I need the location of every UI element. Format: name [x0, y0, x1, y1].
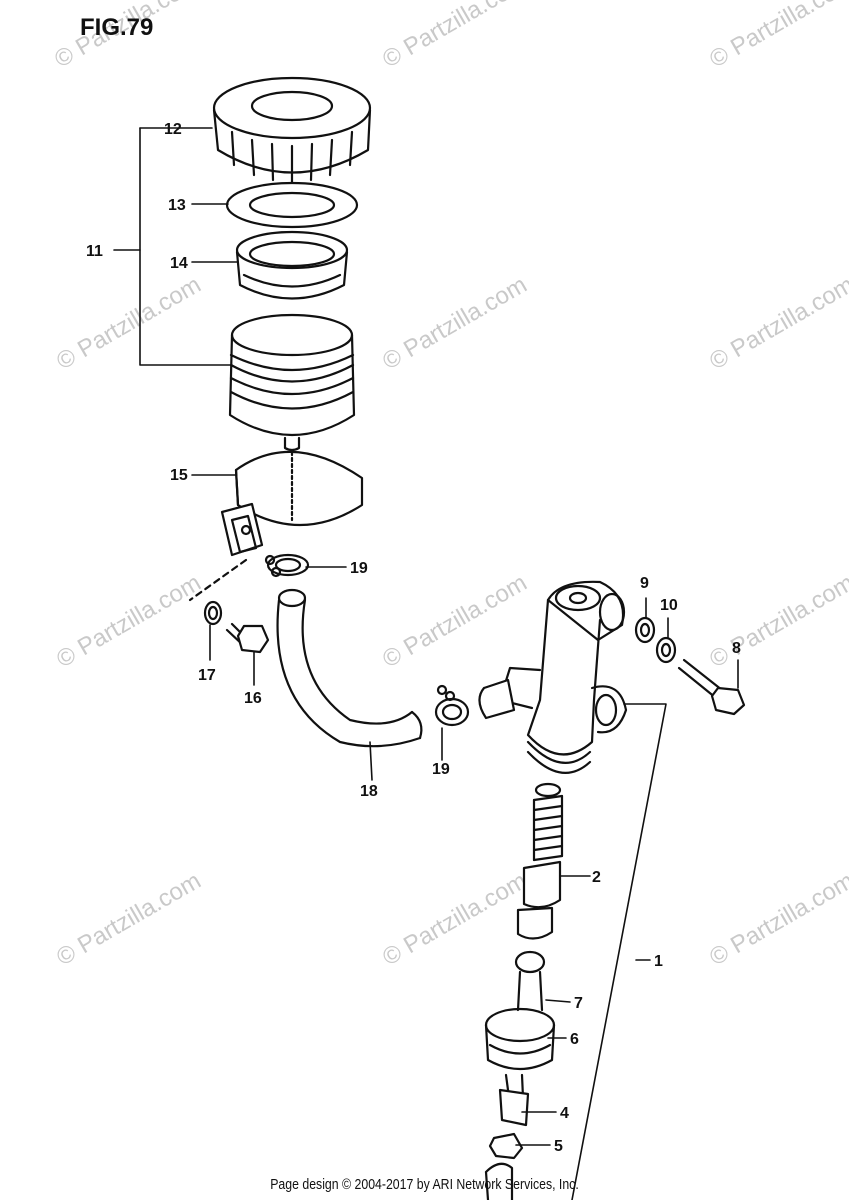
callout-19-upper: 19 [350, 560, 368, 577]
part-19-hose-clamp-lower [434, 684, 470, 727]
part-16-bolt [225, 622, 270, 654]
callout-12: 12 [164, 121, 182, 138]
callout-17: 17 [198, 667, 216, 684]
part-7-push-rod [514, 950, 546, 1012]
part-10-washer [655, 636, 677, 664]
callout-9: 9 [640, 575, 649, 592]
part-15-reservoir-band [220, 450, 364, 557]
part-13-diaphragm-plate [225, 181, 359, 229]
page-footer: Page design © 2004-2017 by ARI Network S… [270, 1176, 579, 1193]
part-14-diaphragm [235, 230, 349, 300]
part-6-boot [484, 1007, 556, 1070]
callout-15: 15 [170, 467, 188, 484]
callout-6: 6 [570, 1031, 579, 1048]
callout-14: 14 [170, 255, 188, 272]
part-12-reservoir-cap [212, 76, 372, 184]
callout-2: 2 [592, 869, 601, 886]
part-11-reservoir-tank [228, 313, 356, 452]
callout-10: 10 [660, 597, 678, 614]
part-4-rod-end [498, 1073, 530, 1127]
part-8-bolt [677, 658, 746, 716]
callout-7: 7 [574, 995, 583, 1012]
part-18-hose [276, 588, 423, 748]
part-9-washer [634, 616, 656, 644]
part-1-master-cylinder-body [478, 580, 628, 774]
part-5-nut [488, 1132, 524, 1160]
part-17-washer [203, 600, 223, 626]
callout-1: 1 [654, 953, 663, 970]
callout-8: 8 [732, 640, 741, 657]
clevis [484, 1162, 514, 1200]
callout-13: 13 [168, 197, 186, 214]
part-19-hose-clamp-upper [264, 553, 310, 578]
figure-title: FIG.79 [80, 14, 154, 41]
callout-5: 5 [554, 1138, 563, 1155]
callout-19-lower: 19 [432, 761, 450, 778]
callout-18: 18 [360, 783, 378, 800]
callout-11: 11 [86, 243, 103, 260]
leader-lines [113, 127, 739, 1200]
callout-16: 16 [244, 690, 262, 707]
assembly-dashed-line [188, 558, 248, 602]
part-2-spring-piston [516, 782, 564, 940]
callout-4: 4 [560, 1105, 569, 1122]
